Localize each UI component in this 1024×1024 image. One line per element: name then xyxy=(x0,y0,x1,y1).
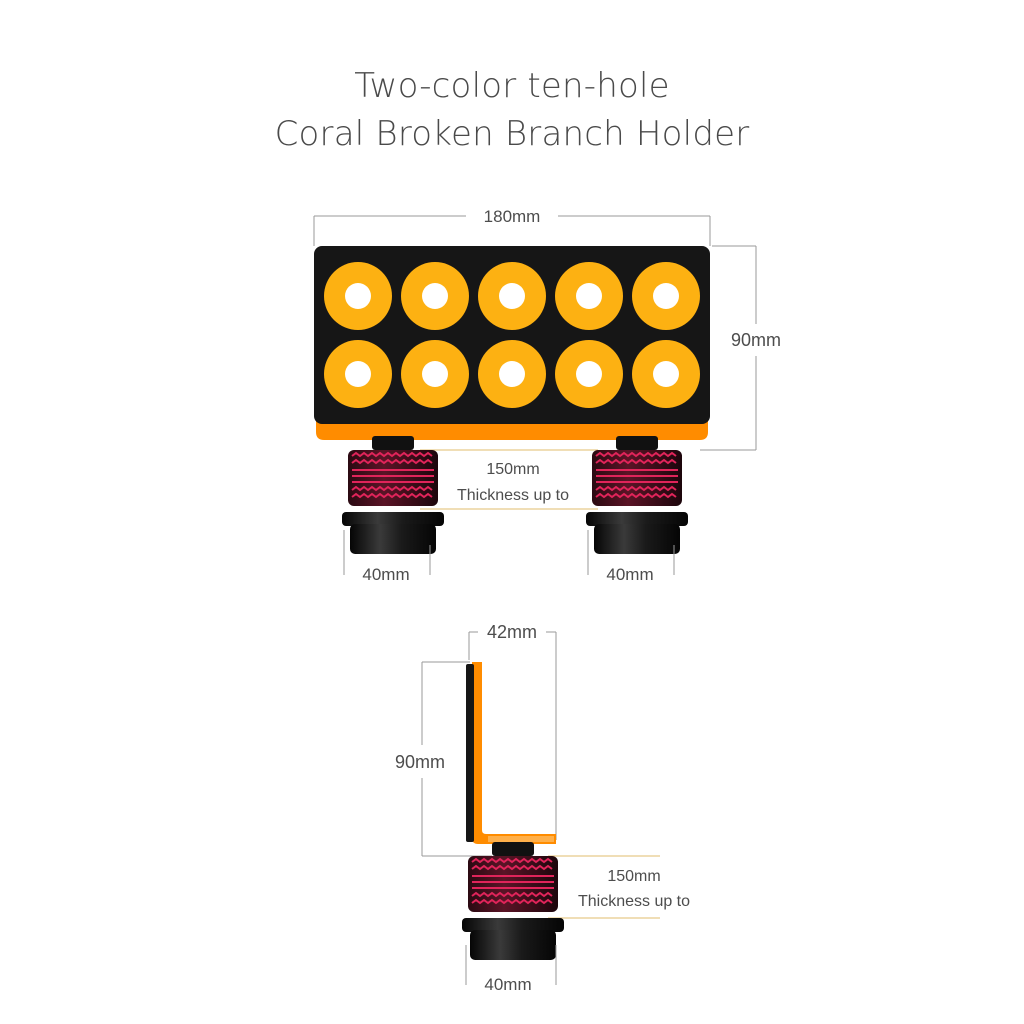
title-line-1: Two-color ten-hole xyxy=(354,66,670,106)
side-foot xyxy=(461,841,565,961)
side-plate-black xyxy=(466,664,474,842)
hole-opening xyxy=(499,361,525,387)
hole-grid xyxy=(324,262,700,408)
hole-opening xyxy=(576,361,602,387)
depth-dimension xyxy=(468,631,557,840)
side-height-label: 90mm xyxy=(395,752,445,772)
side-foot-dimension xyxy=(465,945,557,985)
side-view: 42mm 90mm 150mm Thickness up to 40mm xyxy=(395,622,690,994)
side-bracket-orange xyxy=(472,662,556,844)
hole-opening xyxy=(653,361,679,387)
left-foot-label: 40mm xyxy=(362,565,409,584)
title-line-2: Coral Broken Branch Holder xyxy=(274,114,750,154)
hole-opening xyxy=(345,361,371,387)
height-dimension xyxy=(700,245,757,451)
width-label: 180mm xyxy=(484,207,541,226)
hole-opening xyxy=(576,283,602,309)
height-label: 90mm xyxy=(731,330,781,350)
side-clamp-guide xyxy=(548,855,660,919)
hole-opening xyxy=(422,361,448,387)
clamp-value-label: 150mm xyxy=(486,461,539,478)
front-view: 180mm 90mm 150mm Thickness up to xyxy=(313,207,781,584)
hole-opening xyxy=(499,283,525,309)
hole-opening xyxy=(345,283,371,309)
clamp-guide xyxy=(420,449,598,510)
right-foot-label: 40mm xyxy=(606,565,653,584)
right-foot xyxy=(585,435,689,555)
foot-dimensions xyxy=(343,530,675,575)
side-bracket-highlight xyxy=(488,836,554,842)
clamp-text-label: Thickness up to xyxy=(457,487,569,504)
side-foot-label: 40mm xyxy=(484,975,531,994)
side-clamp-text-label: Thickness up to xyxy=(578,893,690,910)
side-depth-label: 42mm xyxy=(487,622,537,642)
side-clamp-value-label: 150mm xyxy=(607,868,660,885)
left-foot xyxy=(341,435,445,555)
hole-opening xyxy=(422,283,448,309)
width-dimension xyxy=(313,215,711,246)
hole-opening xyxy=(653,283,679,309)
